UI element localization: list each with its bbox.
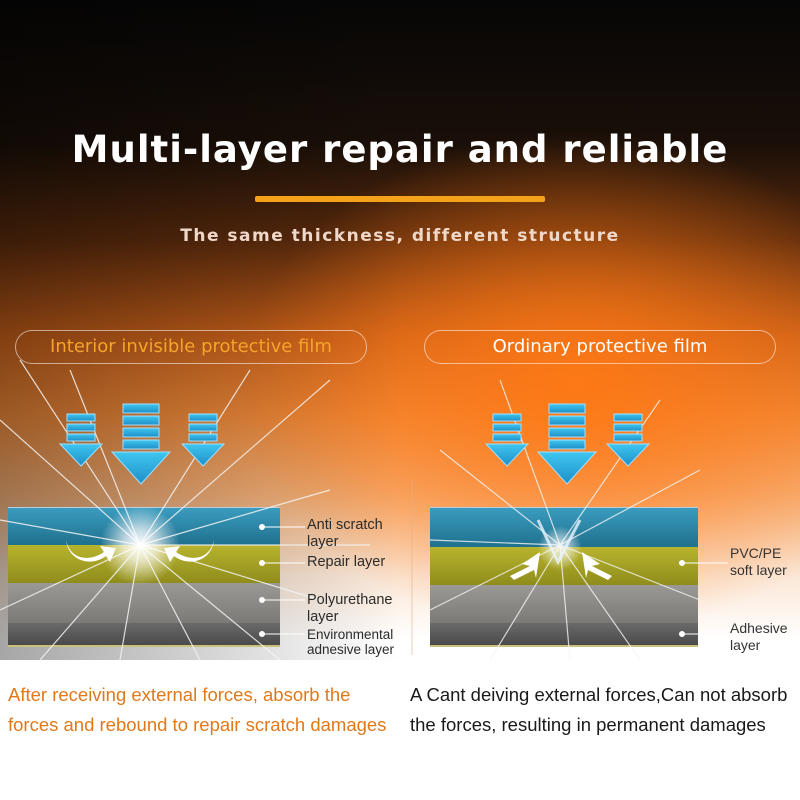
label-adhesive: Environmental adnesive layer	[307, 627, 395, 657]
down-arrow-icon	[536, 403, 598, 485]
right-panel-heading: Ordinary protective film	[424, 330, 776, 364]
outward-arrow-icon	[510, 552, 612, 580]
right-layer-adhesive	[430, 623, 698, 647]
left-panel-heading: Interior invisible protective film	[15, 330, 367, 364]
label-anti-scratch: Anti scratch layer	[307, 517, 383, 550]
down-arrow-icon	[58, 413, 104, 467]
leader-lines-right	[679, 560, 728, 637]
left-description: After receiving external forces, absorb …	[8, 684, 387, 735]
down-arrow-icon	[110, 403, 172, 485]
down-arrow-icon	[484, 413, 530, 467]
down-arrow-icon	[180, 413, 226, 467]
page-title: Multi-layer repair and reliable	[71, 128, 729, 171]
left-layer-adhesive	[8, 623, 280, 647]
down-arrow-icon	[605, 413, 651, 467]
title-underline	[255, 196, 545, 202]
leader-lines-left	[259, 524, 305, 637]
rebound-arrow-icon	[66, 540, 214, 562]
label-pvc-soft: PVC/PE soft layer	[730, 545, 787, 578]
right-description: A Cant deiving external forces,Can not a…	[410, 684, 788, 735]
label-repair: Repair layer	[307, 554, 386, 570]
label-polyurethane: Polyurethane layer	[307, 592, 393, 625]
page-subtitle: The same thickness, different structure	[180, 226, 620, 246]
left-layer-polyurethane	[8, 583, 280, 623]
label-right-adhesive: Adhesive layer	[730, 620, 788, 653]
